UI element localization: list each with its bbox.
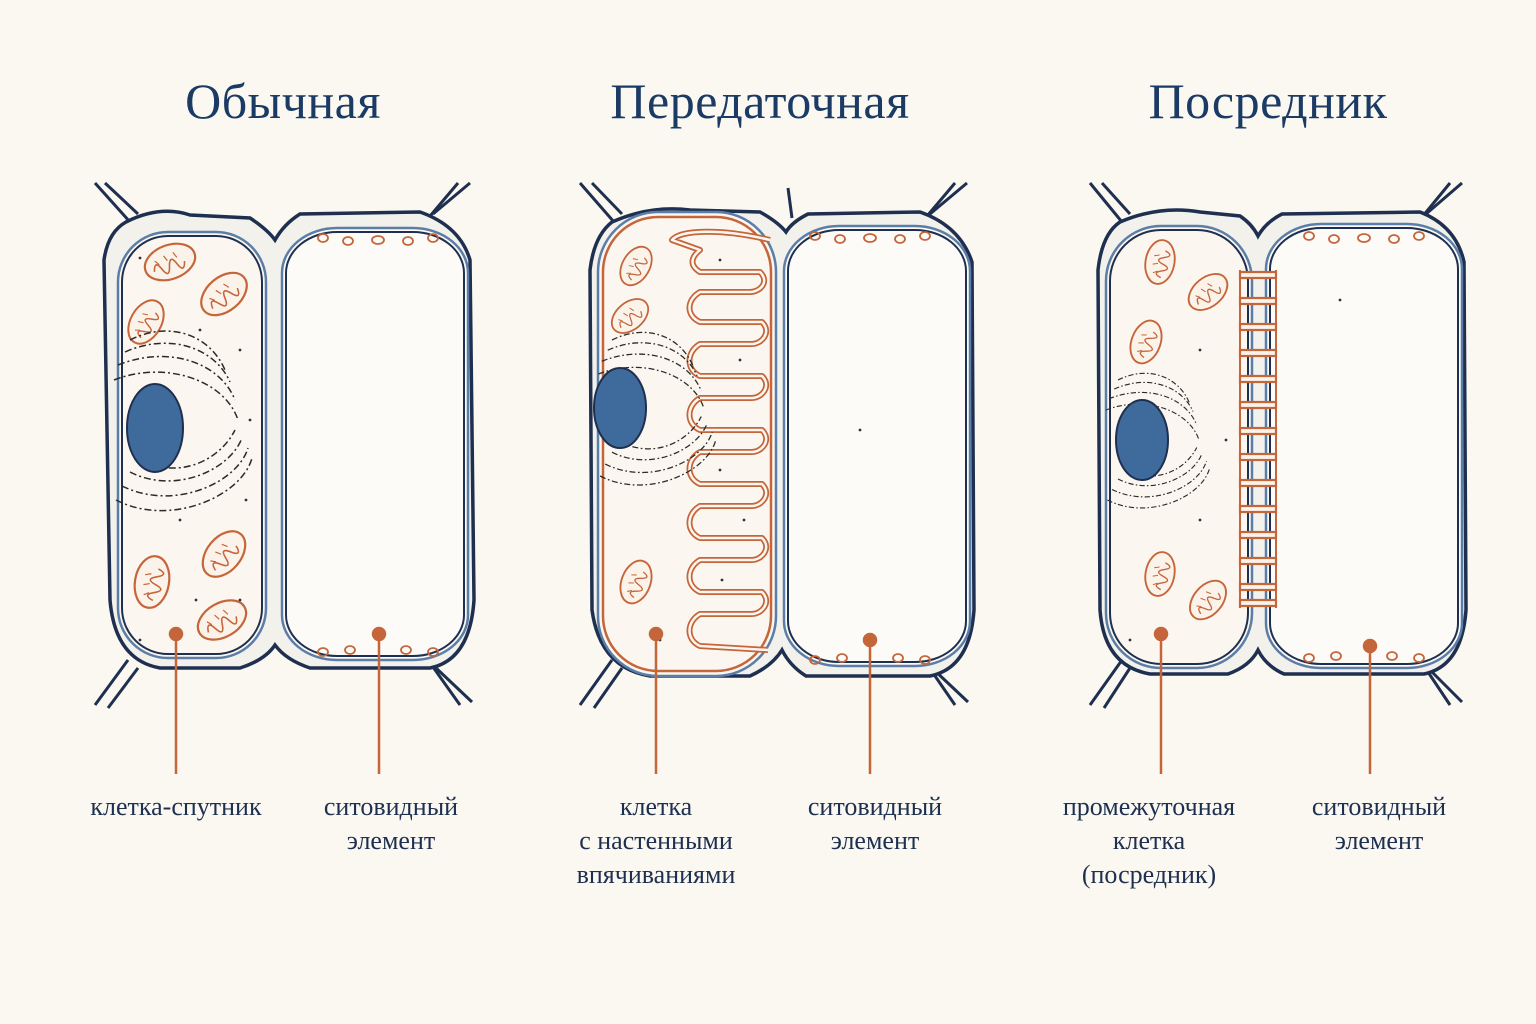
label-transfer-line-1: клетка <box>619 792 693 821</box>
label-intermediary-line-3: (посредник) <box>1081 860 1217 889</box>
label-sieve-2-line-1: ситовидный <box>807 792 943 821</box>
leader-lines <box>168 626 1378 774</box>
label-sieve-1-line-2: элемент <box>346 826 436 855</box>
label-intermediary-cell: промежуточная клетка (посредник) <box>1029 790 1269 892</box>
label-transfer-line-3: впячиваниями <box>576 860 736 889</box>
label-intermediary-line-2: клетка <box>1112 826 1186 855</box>
panel-intermediary <box>1088 181 1468 709</box>
label-sieve-element-3: ситовидный элемент <box>1259 790 1499 858</box>
label-sieve-element-1: ситовидный элемент <box>271 790 511 858</box>
panel-transfer <box>578 181 976 709</box>
label-companion-cell: клетка-спутник <box>56 790 296 824</box>
label-transfer-cell: клетка с настенными впячиваниями <box>536 790 776 892</box>
label-sieve-3-line-2: элемент <box>1334 826 1424 855</box>
label-transfer-line-2: с настенными <box>579 826 733 855</box>
label-sieve-element-2: ситовидный элемент <box>755 790 995 858</box>
label-sieve-2-line-2: элемент <box>830 826 920 855</box>
title-ordinary: Обычная <box>185 73 381 129</box>
label-companion-line-1: клетка-спутник <box>90 792 262 821</box>
panel-ordinary <box>93 181 476 709</box>
label-sieve-1-line-1: ситовидный <box>323 792 459 821</box>
title-intermediary: Посредник <box>1148 73 1388 129</box>
label-sieve-3-line-1: ситовидный <box>1311 792 1447 821</box>
label-intermediary-line-1: промежуточная <box>1062 792 1236 821</box>
title-transfer: Передаточная <box>610 73 910 129</box>
